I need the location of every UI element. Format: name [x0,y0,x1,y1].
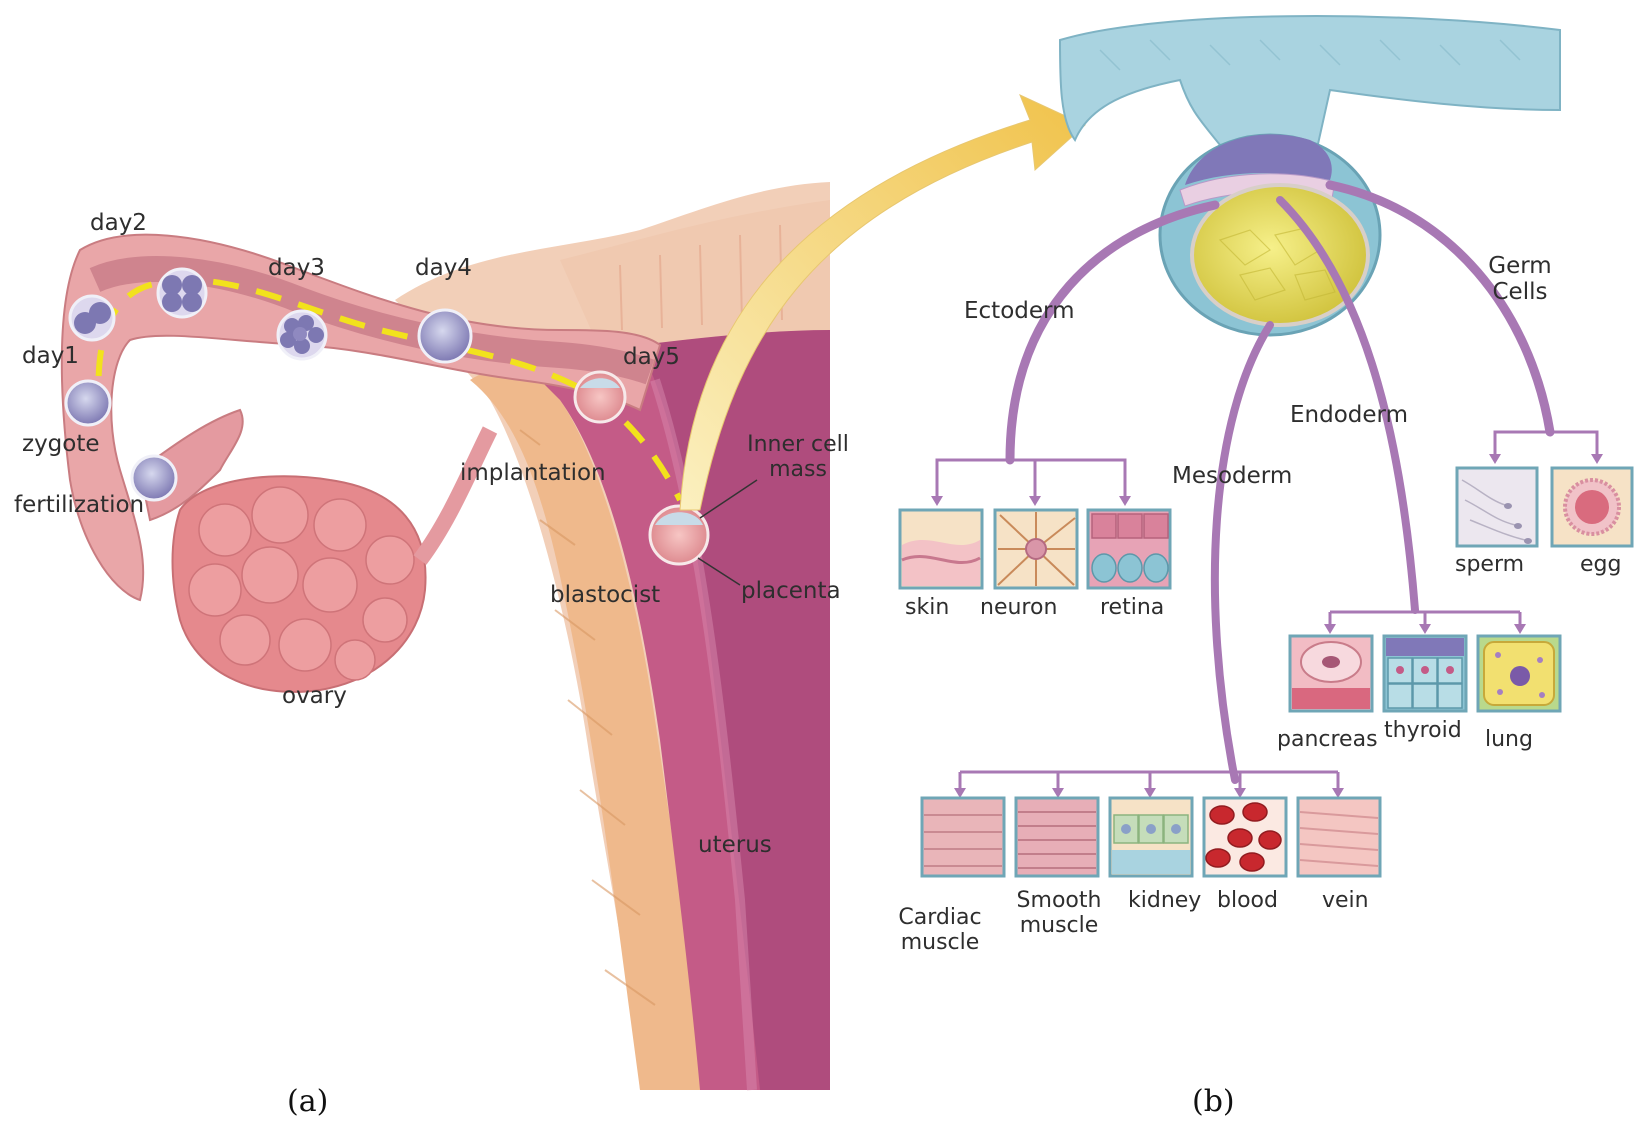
label-cardiac-line2: muscle [901,930,980,955]
label-day4: day4 [415,255,472,281]
kidney-tile [1110,798,1192,876]
label-zygote: zygote [22,431,100,457]
day1-2cell-embryo [70,296,114,340]
label-smooth-line1: Smooth [1017,888,1102,913]
label-uterus: uterus [698,832,772,858]
day5-blastocyst [575,372,625,422]
caption-b: (b) [1192,1084,1235,1119]
day3-embryo [278,311,326,359]
neuron-tile [995,510,1077,588]
label-day2: day2 [90,210,147,236]
label-day3: day3 [268,255,325,281]
label-smooth-line2: muscle [1020,913,1099,938]
thyroid-tile [1384,636,1466,711]
lung-tile [1478,636,1560,711]
label-germ-cells: Germ Cells [1470,253,1570,306]
blood-tile [1204,798,1286,876]
day1-cell [66,381,110,425]
label-egg: egg [1580,552,1621,577]
label-thyroid: thyroid [1384,718,1462,743]
label-mesoderm: Mesoderm [1172,463,1292,489]
label-blood: blood [1217,888,1278,913]
label-ovary: ovary [282,683,347,709]
implanted-blastocyst [650,506,708,564]
label-day5: day5 [623,344,680,370]
smooth-muscle-tile [1016,798,1098,876]
label-vein: vein [1322,888,1369,913]
label-smooth-muscle: Smooth muscle [1004,888,1114,939]
cardiac-muscle-tile [922,798,1004,876]
label-inner-cell-mass-line2: mass [769,457,827,482]
label-inner-cell-mass: Inner cell mass [742,432,854,483]
day2-embryo [158,269,206,317]
day4-morula [419,310,471,362]
label-inner-cell-mass-line1: Inner cell [747,432,849,457]
retina-tile [1088,510,1170,588]
label-implantation: implantation [460,460,606,486]
label-kidney: kidney [1128,888,1201,913]
label-placenta: placenta [741,578,841,604]
egg-tile [1552,468,1632,546]
label-ectoderm: Ectoderm [964,298,1074,324]
label-retina: retina [1100,595,1164,620]
label-cardiac-line1: Cardiac [898,905,981,930]
label-skin: skin [905,595,949,620]
label-germ-cells-line1: Germ [1488,253,1551,279]
tissue-tiles [900,468,1632,876]
label-sperm: sperm [1455,552,1524,577]
label-endoderm: Endoderm [1290,402,1408,428]
caption-a: (a) [287,1084,328,1119]
label-cardiac-muscle: Cardiac muscle [885,905,995,956]
label-blastocist: blastocist [550,582,660,608]
label-fertilization: fertilization [14,492,144,518]
label-germ-cells-line2: Cells [1493,279,1548,305]
label-lung: lung [1485,727,1533,752]
label-neuron: neuron [980,595,1057,620]
skin-tile [900,510,982,588]
pancreas-tile [1290,636,1372,711]
sperm-tile [1457,468,1537,546]
vein-tile [1298,798,1380,876]
label-day1: day1 [22,343,79,369]
label-pancreas: pancreas [1277,727,1378,752]
